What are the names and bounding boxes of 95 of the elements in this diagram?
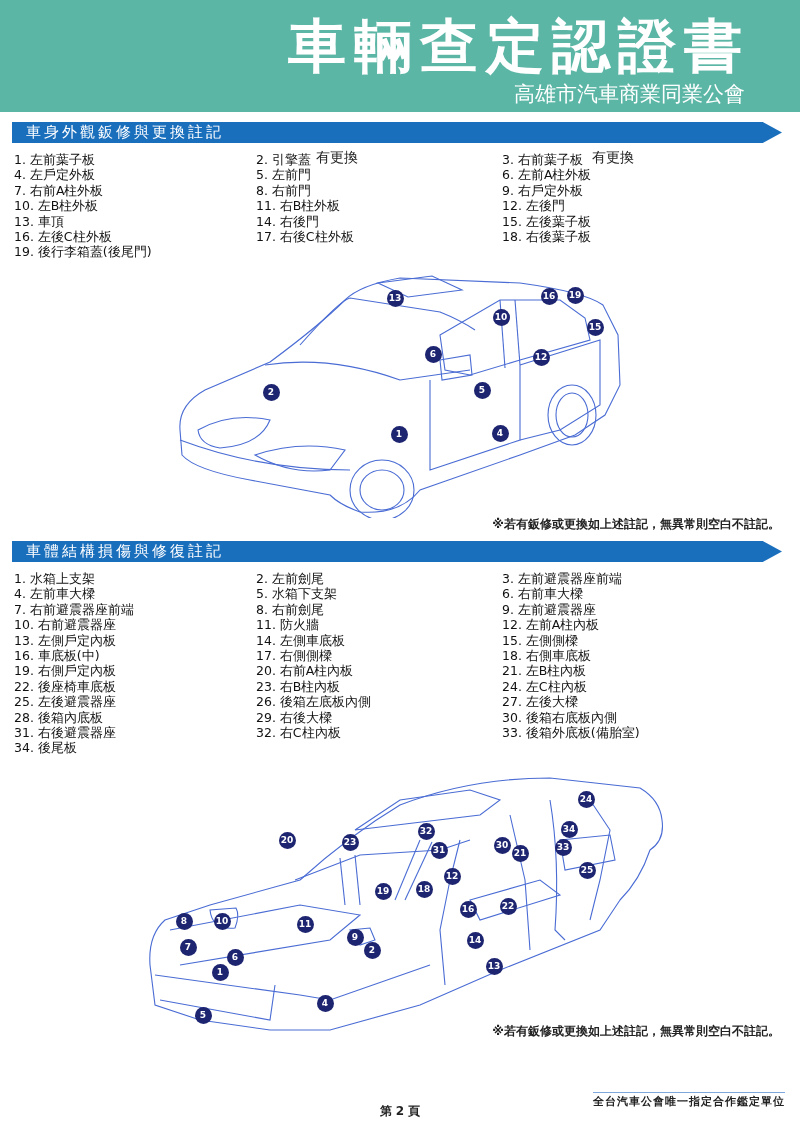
list-item: 13. 車頂: [14, 213, 64, 229]
callout-number: 8: [175, 912, 193, 930]
list-item: 6. 左前A柱外板: [502, 167, 592, 183]
list-item: 28. 後箱內底板: [14, 709, 103, 725]
callout-number: 2: [363, 941, 381, 959]
callout-number: 10: [213, 912, 231, 930]
list-item: 19. 後行李箱蓋(後尾門): [14, 244, 152, 260]
annotation-text: 有更換: [592, 149, 634, 167]
callout-number: 34: [560, 820, 578, 838]
callout-number: 6: [226, 948, 244, 966]
list-item: 34. 後尾板: [14, 740, 77, 756]
list-item: 8. 右前劍尾: [256, 601, 324, 617]
callout-number: 19: [374, 882, 392, 900]
callout-number: 2: [262, 383, 280, 401]
footnote: ※若有鈑修或更換如上述註記，無異常則空白不註記。: [492, 516, 780, 533]
list-item: 12. 左後門: [502, 198, 565, 214]
callout-number: 20: [278, 831, 296, 849]
callout-number: 19: [566, 286, 584, 304]
callout-number: 4: [491, 424, 509, 442]
callout-number: 13: [485, 957, 503, 975]
page-number: 第 2 頁: [378, 1103, 422, 1120]
list-item: 26. 後箱左底板內側: [256, 694, 371, 710]
list-item: 18. 右側車底板: [502, 648, 591, 663]
list-item: 31. 右後避震器座: [14, 725, 116, 740]
list-item: 11. 防火牆: [256, 617, 319, 633]
list-item: 32. 右C柱內板: [256, 725, 341, 740]
callout-number: 4: [316, 994, 334, 1012]
footnote: ※若有鈑修或更換如上述註記，無異常則空白不註記。: [492, 1023, 780, 1040]
list-item: 8. 右前門: [256, 182, 311, 198]
section-header-bar: 車體結構損傷與修復註記: [12, 541, 782, 562]
list-item: 14. 右後門: [256, 213, 319, 229]
list-item: 10. 左B柱外板: [14, 198, 99, 214]
list-item: 4. 左戶定外板: [14, 167, 95, 183]
list-item: 4. 左前車大樑: [14, 586, 95, 602]
callout-number: 15: [586, 318, 604, 336]
callout-number: 7: [179, 938, 197, 956]
list-item: 13. 左側戶定內板: [14, 632, 116, 648]
callout-number: 31: [430, 841, 448, 859]
list-item: 21. 左B柱內板: [502, 663, 587, 679]
list-item: 16. 車底板(中): [14, 648, 100, 663]
list-item: 27. 左後大樑: [502, 694, 578, 710]
list-item: 11. 右B柱外板: [256, 198, 341, 214]
callout-number: 16: [459, 900, 477, 918]
list-item: 22. 後座椅車底板: [14, 678, 116, 694]
callout-number: 12: [532, 348, 550, 366]
list-item: 17. 右側側樑: [256, 648, 332, 663]
callout-number: 1: [390, 425, 408, 443]
callout-number: 12: [443, 867, 461, 885]
title: 車輛查定認證書: [287, 11, 750, 82]
callout-number: 6: [424, 345, 442, 363]
callout-number: 5: [473, 381, 491, 399]
callout-number: 21: [511, 844, 529, 862]
list-item: 29. 右後大樑: [256, 709, 332, 725]
list-item: 17. 右後C柱外板: [256, 229, 354, 244]
callout-number: 23: [341, 833, 359, 851]
tagline: 全台汽車公會唯一指定合作鑑定單位: [593, 1092, 785, 1109]
callout-number: 11: [296, 915, 314, 933]
callout-number: 33: [554, 838, 572, 856]
callout-number: 22: [499, 897, 517, 915]
list-item: 20. 右前A柱內板: [256, 663, 354, 679]
callout-number: 13: [386, 289, 404, 307]
callout-number: 18: [415, 880, 433, 898]
list-item: 10. 右前避震器座: [14, 617, 116, 633]
list-item: 25. 左後避震器座: [14, 694, 116, 710]
callout-number: 24: [577, 790, 595, 808]
annotation-text: 有更換: [316, 149, 358, 167]
list-item: 19. 右側戶定內板: [14, 663, 116, 679]
list-item: 7. 右前避震器座前端: [14, 601, 134, 617]
callout-number: 1: [211, 963, 229, 981]
list-item: 9. 右戶定外板: [502, 182, 583, 198]
callout-number: 30: [493, 836, 511, 854]
list-item: 6. 右前車大樑: [502, 586, 583, 602]
list-item: 9. 左前避震器座: [502, 601, 596, 617]
list-item: 12. 左前A柱內板: [502, 617, 600, 633]
list-item: 30. 後箱右底板內側: [502, 709, 617, 725]
section-header-bar: 車身外觀鈑修與更換註記: [12, 122, 782, 143]
list-item: 16. 左後C柱外板: [14, 229, 112, 244]
callout-number: 16: [540, 287, 558, 305]
list-item: 14. 左側車底板: [256, 632, 345, 648]
list-item: 15. 左後葉子板: [502, 213, 591, 229]
list-item: 5. 水箱下支架: [256, 586, 337, 602]
callout-number: 10: [492, 308, 510, 326]
list-item: 23. 右B柱內板: [256, 678, 341, 694]
list-item: 15. 左側側樑: [502, 632, 578, 648]
list-item: 5. 左前門: [256, 167, 311, 183]
callout-number: 25: [578, 861, 596, 879]
subtitle: 高雄市汽車商業同業公會: [514, 81, 745, 108]
callout-number: 32: [417, 822, 435, 840]
list-item: 24. 左C柱內板: [502, 678, 587, 694]
list-item: 7. 右前A柱外板: [14, 182, 104, 198]
callout-number: 5: [194, 1006, 212, 1024]
list-item: 18. 右後葉子板: [502, 229, 591, 244]
list-item: 33. 後箱外底板(備胎室): [502, 725, 640, 740]
callout-number: 9: [346, 928, 364, 946]
callout-number: 14: [466, 931, 484, 949]
